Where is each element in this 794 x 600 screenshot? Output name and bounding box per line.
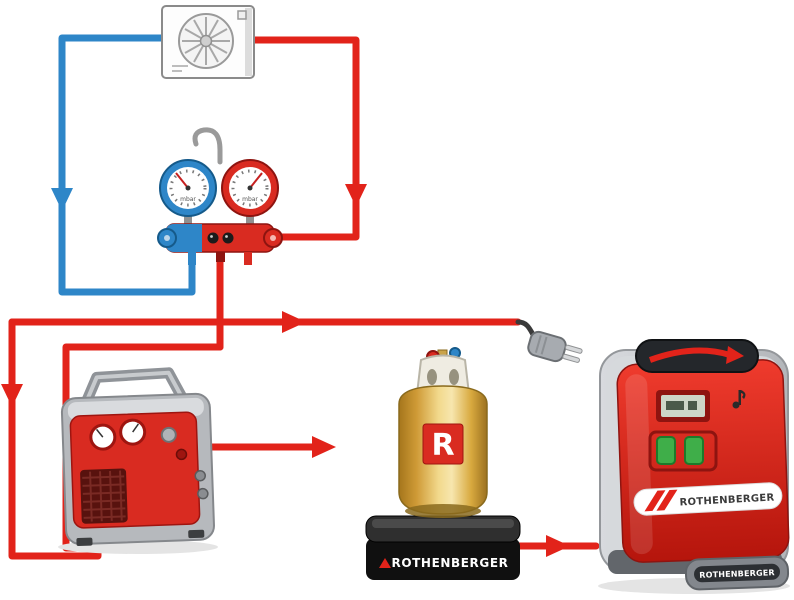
- gauge-unit-label: mbar: [242, 196, 258, 203]
- handle-arrow-icon: [648, 347, 731, 363]
- high-pressure-gauge: mbar: [221, 159, 279, 217]
- manifold-port-blue: [188, 252, 196, 265]
- station-button-right: [684, 436, 704, 465]
- cylinder-label: [422, 423, 464, 465]
- recovery-unit-foot-right: [188, 529, 205, 539]
- station-buttons: [648, 430, 718, 472]
- station-display: [656, 390, 710, 422]
- low-pressure-gauge: mbar: [159, 159, 217, 217]
- arrow-down-hot-icon: [345, 184, 367, 207]
- scale-brand-label: ROTHENBERGER: [392, 556, 509, 570]
- banner-logo-icon: [644, 490, 666, 512]
- station-button-left: [656, 436, 676, 465]
- ac-fan-hub: [199, 34, 213, 48]
- station-brand-label: ROTHENBERGER: [679, 493, 775, 509]
- recovery-unit-gauge-left: [89, 423, 117, 451]
- arrow-down-left-icon: [1, 384, 23, 407]
- recovery-unit-grille: [80, 468, 128, 524]
- recycling-station: ROTHENBERGER ROTHENBERGER: [599, 339, 790, 591]
- plug-body: [527, 330, 567, 363]
- ac-vents: [172, 65, 188, 72]
- station-brand-banner: ROTHENBERGER: [633, 482, 783, 516]
- cylinder-foot-ring: [405, 504, 481, 518]
- power-plug: [515, 319, 583, 363]
- recovery-unit-valve-knob: [160, 426, 177, 443]
- air-conditioner: [161, 5, 255, 79]
- manifold-body-blue-end: [166, 224, 202, 252]
- arrow-right-cylinder-icon: [312, 436, 336, 458]
- recovery-unit-port-top: [194, 470, 206, 482]
- arrow-right-station-icon: [546, 535, 570, 557]
- plug-prong-top: [564, 344, 583, 354]
- manifold-gauge-set: mbar mbar: [157, 127, 283, 265]
- hot-arrows: [1, 184, 570, 557]
- hot-line-ac-to-manifold: [250, 36, 360, 241]
- recovery-unit-gauge-right: [119, 418, 147, 446]
- note-icon: [732, 390, 746, 409]
- manifold-port-center: [216, 252, 225, 262]
- refrigerant-cylinder: R: [398, 347, 488, 518]
- cold-arrows: [51, 188, 73, 211]
- ac-fan-blades-icon: [182, 17, 230, 65]
- station-handle: [635, 339, 759, 373]
- recovery-unit: [60, 367, 215, 547]
- recovery-unit-switch: [175, 448, 188, 461]
- recovery-unit-foot-left: [76, 537, 93, 547]
- plug-prong-bottom: [562, 353, 580, 363]
- low-pressure-hose: [58, 34, 196, 296]
- hanging-hook-icon: [192, 127, 223, 165]
- gauge-needle: [249, 172, 263, 189]
- manifold-port-red: [244, 252, 252, 265]
- scale-logo-icon: [379, 558, 391, 568]
- scale-front: [366, 538, 520, 580]
- ac-indicator: [237, 10, 247, 20]
- arrow-right-main-icon: [282, 311, 306, 333]
- arrow-down-cold-icon: [51, 188, 73, 211]
- recovery-unit-port-bottom: [197, 487, 209, 500]
- cold-line-path: [58, 34, 196, 296]
- gauge-unit-label: mbar: [180, 196, 196, 203]
- station-pedal-brand-label: ROTHENBERGER: [699, 568, 775, 580]
- manifold-sight-port-left: [207, 232, 219, 244]
- manifold-sight-port-right: [222, 232, 234, 244]
- gauge-needle: [175, 172, 189, 189]
- cylinder-letter-label: R: [431, 428, 454, 463]
- station-pedal: ROTHENBERGER: [684, 555, 790, 591]
- refrigerant-scale: ROTHENBERGER: [365, 515, 521, 580]
